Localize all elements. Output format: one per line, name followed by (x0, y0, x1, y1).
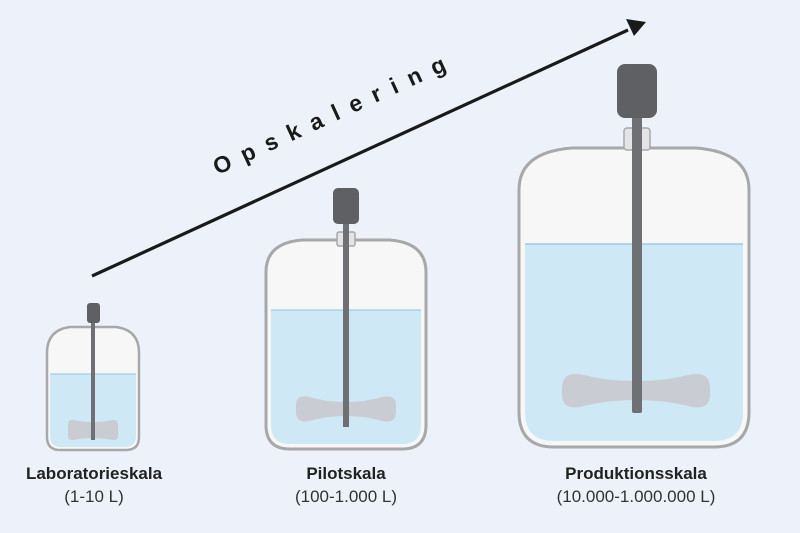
vessel-range: (10.000-1.000.000 L) (556, 487, 716, 506)
agitator-shaft (91, 318, 95, 440)
arrow-shaft (91, 28, 629, 278)
agitator-shaft (632, 100, 642, 413)
caption-production: Produktionsskala (10.000-1.000.000 L) (524, 463, 748, 509)
vessel-pilot (264, 188, 428, 451)
arrow-label: Opskalering (209, 46, 461, 180)
agitator-shaft (343, 206, 349, 427)
motor-icon (617, 64, 657, 118)
vessel-production (517, 64, 751, 449)
vessel-laboratory (45, 303, 141, 452)
motor-icon (333, 188, 359, 224)
caption-pilot: Pilotskala (100-1.000 L) (256, 463, 436, 509)
vessel-name: Produktionsskala (565, 464, 707, 483)
caption-laboratory: Laboratorieskala (1-10 L) (2, 463, 186, 509)
vessel-name: Laboratorieskala (25, 464, 163, 483)
arrow-head-icon (626, 19, 646, 36)
vessel-name: Pilotskala (306, 464, 386, 483)
vessel-range: (1-10 L) (64, 487, 124, 506)
vessel-range: (100-1.000 L) (294, 487, 398, 506)
motor-icon (87, 303, 100, 323)
